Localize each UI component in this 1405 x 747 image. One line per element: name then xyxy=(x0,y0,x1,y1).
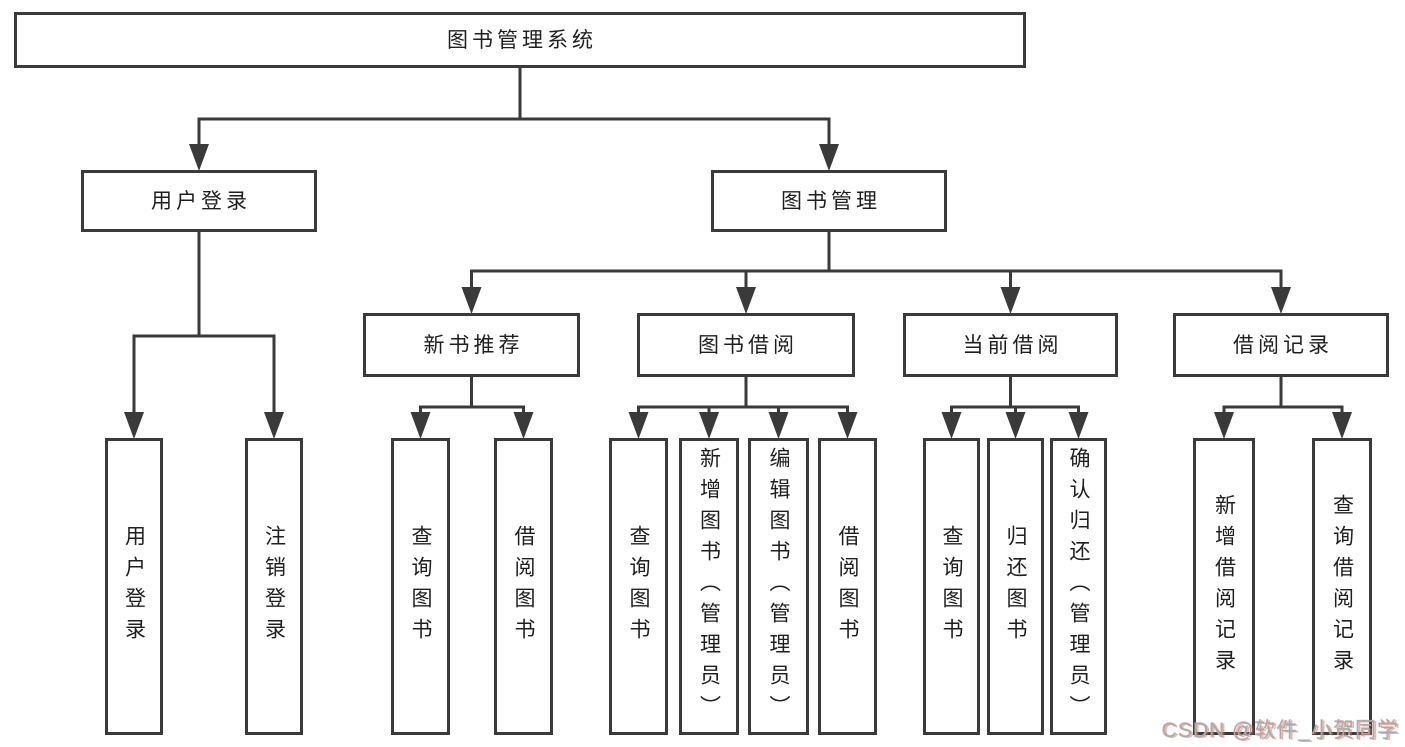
node-book-mgmt: 图书管理 xyxy=(711,170,947,232)
node-label-root: 图书管理系统 xyxy=(447,28,597,52)
node-bor-query: 查询图书 xyxy=(609,438,668,735)
arrowhead-icon xyxy=(699,412,719,439)
node-rec-borrow: 借阅图书 xyxy=(494,438,553,735)
node-new-book-rec: 新书推荐 xyxy=(363,313,580,377)
node-label-login-op: 用户登录 xyxy=(122,524,146,649)
node-label-rec-query: 查询图书 xyxy=(409,524,432,649)
node-label-bor-borrow: 借阅图书 xyxy=(836,524,859,649)
arrowhead-icon xyxy=(461,287,482,314)
arrowhead-icon xyxy=(513,412,534,439)
node-label-current-loan: 当前借阅 xyxy=(962,333,1063,357)
node-label-cur-query: 查询图书 xyxy=(940,524,963,649)
arrowhead-icon xyxy=(837,412,858,439)
node-recd-query: 查询借阅记录 xyxy=(1312,438,1372,735)
node-user-login: 用户登录 xyxy=(81,170,317,232)
node-label-recd-add: 新增借阅记录 xyxy=(1212,493,1236,680)
node-label-recd-query: 查询借阅记录 xyxy=(1330,493,1354,680)
arrowhead-icon xyxy=(1005,412,1026,439)
node-loan-records: 借阅记录 xyxy=(1173,313,1389,377)
arrowhead-icon xyxy=(189,144,209,171)
node-label-user-login: 用户登录 xyxy=(151,189,251,213)
arrowhead-icon xyxy=(1068,412,1089,439)
node-label-loan-records: 借阅记录 xyxy=(1233,333,1333,357)
node-login-op: 用户登录 xyxy=(105,438,163,735)
arrowhead-icon xyxy=(768,412,789,439)
node-bor-edit: 编辑图书（管理员） xyxy=(748,438,809,735)
node-recd-add: 新增借阅记录 xyxy=(1193,438,1255,735)
arrowhead-icon xyxy=(1271,287,1291,314)
arrowhead-icon xyxy=(1332,412,1352,439)
node-rec-query: 查询图书 xyxy=(391,438,450,735)
node-label-cur-confirm: 确认归还（管理员） xyxy=(1067,447,1090,726)
node-root: 图书管理系统 xyxy=(14,12,1026,68)
node-bor-borrow: 借阅图书 xyxy=(818,438,877,735)
arrowhead-icon xyxy=(264,412,284,439)
csdn-watermark: CSDN @软件_小贺同学 xyxy=(1161,719,1399,742)
arrowhead-icon xyxy=(410,412,431,439)
node-label-bor-edit: 编辑图书（管理员） xyxy=(767,447,790,726)
arrowhead-icon xyxy=(1000,287,1021,314)
node-label-book-mgmt: 图书管理 xyxy=(781,189,881,213)
node-label-logout-op: 注销登录 xyxy=(262,524,286,649)
node-label-bor-add: 新增图书（管理员） xyxy=(697,447,721,726)
node-label-bor-query: 查询图书 xyxy=(627,524,650,649)
node-cur-return: 归还图书 xyxy=(987,438,1044,735)
arrowhead-icon xyxy=(1214,412,1234,439)
node-label-rec-borrow: 借阅图书 xyxy=(512,524,535,649)
node-label-new-book-rec: 新书推荐 xyxy=(423,333,524,357)
node-logout-op: 注销登录 xyxy=(245,438,303,735)
node-cur-confirm: 确认归还（管理员） xyxy=(1050,438,1107,735)
arrowhead-icon xyxy=(819,144,839,171)
node-current-loan: 当前借阅 xyxy=(903,313,1118,377)
arrowhead-icon xyxy=(124,412,144,439)
node-cur-query: 查询图书 xyxy=(923,438,980,735)
arrowhead-icon xyxy=(736,287,756,314)
arrowhead-icon xyxy=(941,412,962,439)
node-book-borrow: 图书借阅 xyxy=(637,313,855,377)
arrowhead-icon xyxy=(628,412,649,439)
node-bor-add: 新增图书（管理员） xyxy=(679,438,739,735)
node-label-book-borrow: 图书借阅 xyxy=(698,333,798,357)
node-label-cur-return: 归还图书 xyxy=(1004,524,1027,649)
